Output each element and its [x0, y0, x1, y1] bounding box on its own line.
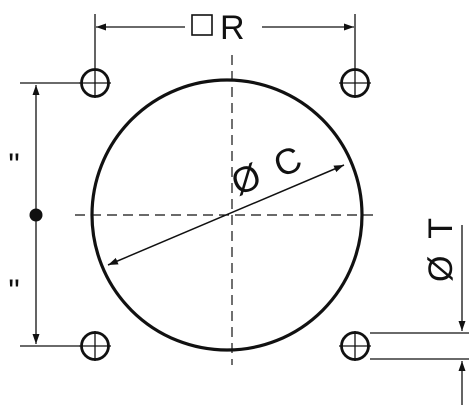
square-symbol: [191, 14, 213, 36]
mounting-hole-top-right: [339, 68, 371, 98]
inch-mark-upper: ": [8, 147, 19, 183]
diameter-c-line: [107, 164, 345, 266]
dim-c-label: Ø C: [225, 137, 307, 203]
inch-mark-lower: ": [8, 273, 19, 309]
dim-r-letter: R: [220, 9, 245, 47]
mounting-hole-top-left: [79, 68, 111, 98]
mounting-hole-bottom-right: [339, 331, 371, 361]
main-circle: [90, 78, 364, 352]
dim-left-center-dot: [29, 208, 43, 222]
mounting-hole-bottom-left: [79, 331, 111, 361]
dim-t-label: Ø T: [422, 218, 460, 282]
